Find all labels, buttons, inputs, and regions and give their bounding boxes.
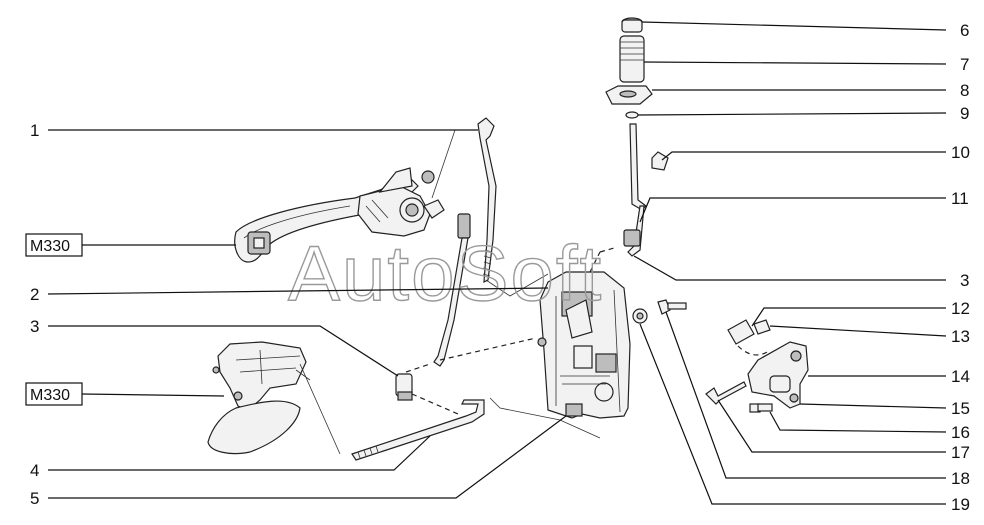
rod-4 [351, 399, 485, 461]
callout-3-left: 3 [30, 317, 39, 336]
m330-box-top: M330 [25, 233, 83, 257]
lock-body [537, 247, 631, 419]
striker-parts [632, 299, 809, 413]
watermark-text: AutoSoft [288, 229, 603, 317]
rod-2 [433, 213, 471, 367]
callout-7: 7 [960, 55, 969, 74]
callout-10: 10 [951, 143, 970, 162]
callout-3-right: 3 [960, 271, 969, 290]
lock-knob-parts [605, 17, 669, 257]
callout-2: 2 [30, 285, 39, 304]
guide-line-inner [299, 363, 601, 455]
callout-13: 13 [951, 327, 970, 346]
guide-line-rod1 [485, 273, 549, 297]
outer-door-handle [234, 129, 478, 263]
callout-1: 1 [30, 121, 39, 140]
callout-11: 11 [951, 189, 969, 208]
inner-door-handle [207, 341, 311, 455]
callout-17: 17 [951, 443, 970, 462]
rod-1 [477, 117, 497, 284]
guide-dash-2 [411, 393, 459, 415]
callout-6: 6 [960, 21, 969, 40]
clip-3-left [395, 373, 413, 401]
callout-15: 15 [951, 399, 970, 418]
callout-9: 9 [960, 104, 969, 123]
callout-19: 19 [951, 495, 970, 514]
m330-label-bottom: M330 [30, 387, 70, 404]
callout-4: 4 [30, 461, 39, 480]
callout-14: 14 [951, 367, 970, 386]
callout-12: 12 [951, 299, 970, 318]
m330-box-bottom: M330 [25, 382, 83, 406]
guide-dash-1 [405, 337, 537, 373]
callout-18: 18 [951, 469, 970, 488]
leader-lines [47, 21, 947, 505]
callout-16: 16 [951, 423, 970, 442]
callout-5: 5 [30, 489, 39, 508]
m330-label-top: M330 [30, 238, 70, 255]
callout-8: 8 [960, 81, 969, 100]
